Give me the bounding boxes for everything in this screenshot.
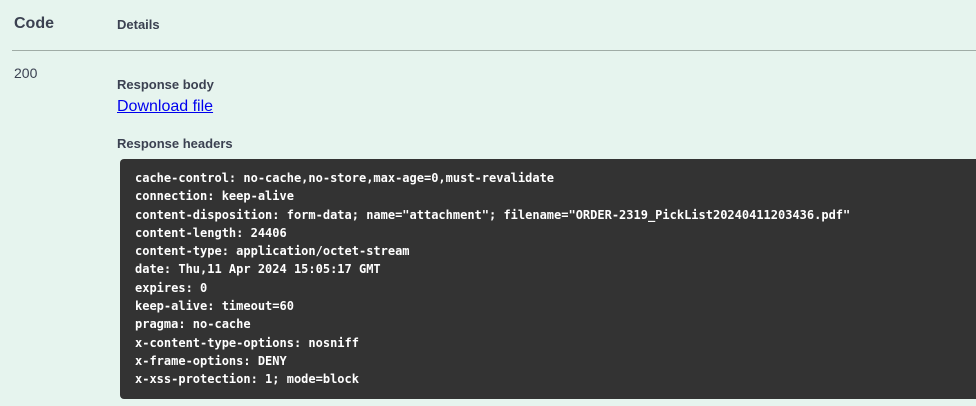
- header-line: content-disposition: form-data; name="at…: [135, 207, 851, 222]
- responses-table-header: Code Details: [12, 0, 976, 51]
- header-line: x-content-type-options: nosniff: [135, 335, 359, 350]
- response-body-label: Response body: [117, 77, 214, 92]
- header-line: x-xss-protection: 1; mode=block: [135, 372, 359, 387]
- response-headers-label: Response headers: [117, 136, 233, 151]
- response-row: 200 Response body Download file Response…: [12, 51, 976, 399]
- responses-table: Code Details 200 Response body Download …: [12, 0, 976, 399]
- header-line: content-length: 24406: [135, 225, 287, 240]
- header-line: connection: keep-alive: [135, 189, 294, 204]
- header-line: x-frame-options: DENY: [135, 353, 287, 368]
- status-code: 200: [14, 65, 38, 81]
- response-headers-block: cache-control: no-cache,no-store,max-age…: [120, 159, 976, 399]
- column-header-code: Code: [14, 15, 54, 32]
- column-header-details: Details: [117, 17, 160, 32]
- header-line: date: Thu,11 Apr 2024 15:05:17 GMT: [135, 262, 381, 277]
- download-file-link[interactable]: Download file: [117, 98, 214, 115]
- header-line: expires: 0: [135, 280, 208, 295]
- header-line: content-type: application/octet-stream: [135, 244, 410, 259]
- response-details-cell: Response body Download file Response hea…: [117, 51, 976, 399]
- header-line: keep-alive: timeout=60: [135, 299, 294, 314]
- header-line: cache-control: no-cache,no-store,max-age…: [135, 171, 555, 185]
- header-line: pragma: no-cache: [135, 317, 251, 332]
